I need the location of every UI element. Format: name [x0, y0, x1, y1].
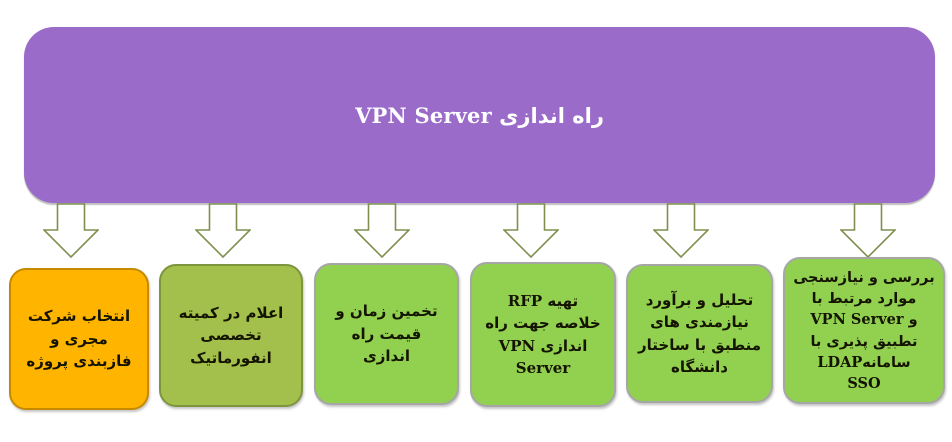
- step-box-analyze-requirements: تحلیل و برآورد نیازمندی های منطبق با ساخ…: [626, 264, 773, 403]
- step-box-select-company: انتخاب شرکت مجری و فازبندی پروژه: [9, 268, 149, 410]
- step-line: دانشگاه: [671, 358, 728, 376]
- down-arrow-icon: [840, 203, 896, 259]
- step-box-prepare-rfp: تهیه RFP خلاصه جهت راه اندازی VPN Server: [470, 262, 616, 407]
- step-line: اندازی: [363, 347, 410, 366]
- down-arrow-icon: [653, 203, 709, 259]
- step-line: خلاصه جهت راه: [485, 314, 601, 332]
- step-line: اندازی VPN: [498, 336, 588, 355]
- down-arrow-icon: [503, 203, 559, 259]
- step-line: تخمین زمان و: [335, 302, 438, 321]
- step-box-announce-informatics-committee: اعلام در کمیته تخصصی انفورماتیک: [159, 264, 303, 407]
- step-line: تحلیل و برآورد: [645, 290, 754, 309]
- step-box-estimate-time-cost: تخمین زمان و قیمت راه اندازی: [314, 263, 459, 405]
- step-line: منطبق با ساختار: [638, 335, 761, 354]
- down-arrow-icon: [43, 203, 99, 259]
- step-line: تطبیق پذیری با: [810, 332, 918, 350]
- step-line: قیمت راه: [351, 324, 422, 343]
- step-line: سامانهLDAP: [817, 353, 911, 371]
- step-line: فازبندی پروژه: [26, 352, 132, 371]
- step-line: Server: [515, 359, 571, 377]
- step-line: SSO: [847, 375, 881, 393]
- down-arrow-icon: [195, 203, 251, 259]
- step-line: نیازمندی های: [650, 313, 749, 331]
- header-banner: راه اندازی VPN Server: [24, 27, 935, 203]
- step-line: و VPN Server: [810, 311, 918, 329]
- page-title: راه اندازی VPN Server: [355, 102, 604, 128]
- step-line: مجری و: [50, 329, 108, 348]
- step-line: انفورماتیک: [190, 348, 272, 367]
- step-line: تهیه RFP: [507, 291, 579, 310]
- step-line: اعلام در کمیته: [178, 303, 284, 322]
- step-line: موارد مرتبط با: [811, 289, 917, 307]
- step-line: انتخاب شرکت: [27, 307, 131, 326]
- step-box-review-needs-assessment: بررسی و نیازسنجی موارد مرتبط با و VPN Se…: [783, 257, 945, 404]
- step-line: تخصصی: [200, 326, 262, 345]
- step-line: بررسی و نیازسنجی: [793, 268, 935, 286]
- down-arrow-icon: [354, 203, 410, 259]
